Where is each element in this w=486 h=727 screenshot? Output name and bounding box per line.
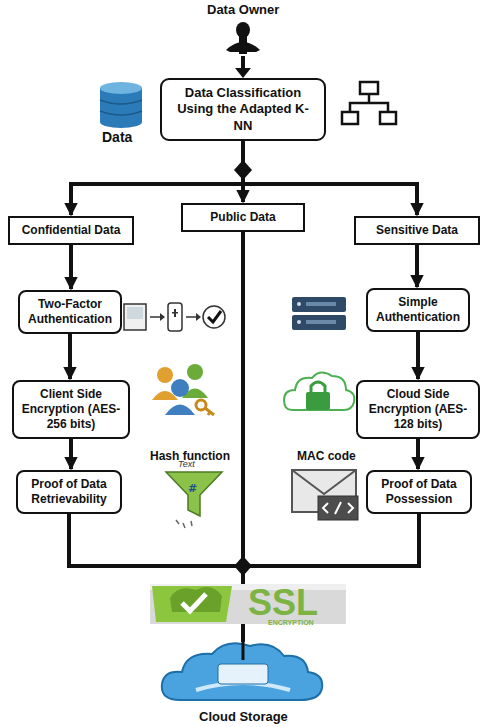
- process-box: Cloud Side Encryption (AES-128 bits): [356, 380, 480, 439]
- svg-text:#: #: [188, 482, 197, 495]
- hash-function-icon: #: [166, 472, 222, 528]
- box-text: Data Classification Using the Adapted K-…: [168, 85, 318, 134]
- process-box: Confidential Data: [8, 216, 134, 245]
- flow-arrow: [416, 439, 420, 469]
- box-text: Client Side Encryption (AES-256 bits): [20, 387, 122, 432]
- process-box: Sensitive Data: [354, 216, 480, 245]
- two-factor-icon: [124, 303, 225, 331]
- box-text: Simple Authentication: [374, 295, 462, 325]
- owner-arrow: [241, 56, 245, 70]
- box-text: Public Data: [210, 210, 275, 225]
- text-label: Cloud Storage: [199, 710, 288, 724]
- text-label: SSL: [248, 583, 318, 623]
- box-text: Two-Factor Authentication: [26, 297, 114, 327]
- data-owner-icon: [226, 22, 260, 54]
- server-icon: [292, 297, 346, 330]
- merge-line: [243, 514, 419, 566]
- owner-arrowhead: [235, 68, 251, 78]
- process-box: Simple Authentication: [366, 288, 470, 332]
- merge-line: [69, 514, 243, 566]
- cloud-storage-icon: [162, 642, 322, 700]
- text-label: Data: [102, 130, 132, 145]
- text-label: ENCRYPTION: [268, 619, 314, 627]
- box-text: Sensitive Data: [376, 223, 458, 238]
- flow-arrow: [415, 245, 419, 287]
- process-box: Client Side Encryption (AES-256 bits): [12, 380, 130, 439]
- process-box: Two-Factor Authentication: [18, 290, 122, 334]
- process-box: Proof of Data Retrievability: [16, 470, 122, 514]
- mac-envelope-icon: [292, 470, 358, 520]
- process-box: Proof of Data Possession: [366, 470, 472, 514]
- flow-arrow: [416, 332, 420, 379]
- process-box: Public Data: [181, 203, 305, 232]
- text-label: MAC code: [297, 450, 356, 463]
- flow-arrow: [68, 334, 72, 379]
- box-text: Confidential Data: [22, 223, 121, 238]
- merge-line: [241, 232, 245, 558]
- flow-arrow: [69, 439, 73, 469]
- process-box: Data Classification Using the Adapted K-…: [160, 78, 326, 141]
- hierarchy-icon: [342, 82, 396, 124]
- flow-arrow: [69, 245, 73, 289]
- database-icon: [100, 82, 142, 128]
- box-text: Cloud Side Encryption (AES-128 bits): [364, 387, 472, 432]
- box-text: Proof of Data Possession: [374, 477, 464, 507]
- text-label: Text: [178, 460, 195, 470]
- box-text: Proof of Data Retrievability: [24, 477, 114, 507]
- ssl-banner: [150, 584, 346, 624]
- users-key-icon: [152, 364, 214, 415]
- text-label: Data Owner: [207, 3, 279, 17]
- cloud-lock-icon: [284, 372, 354, 410]
